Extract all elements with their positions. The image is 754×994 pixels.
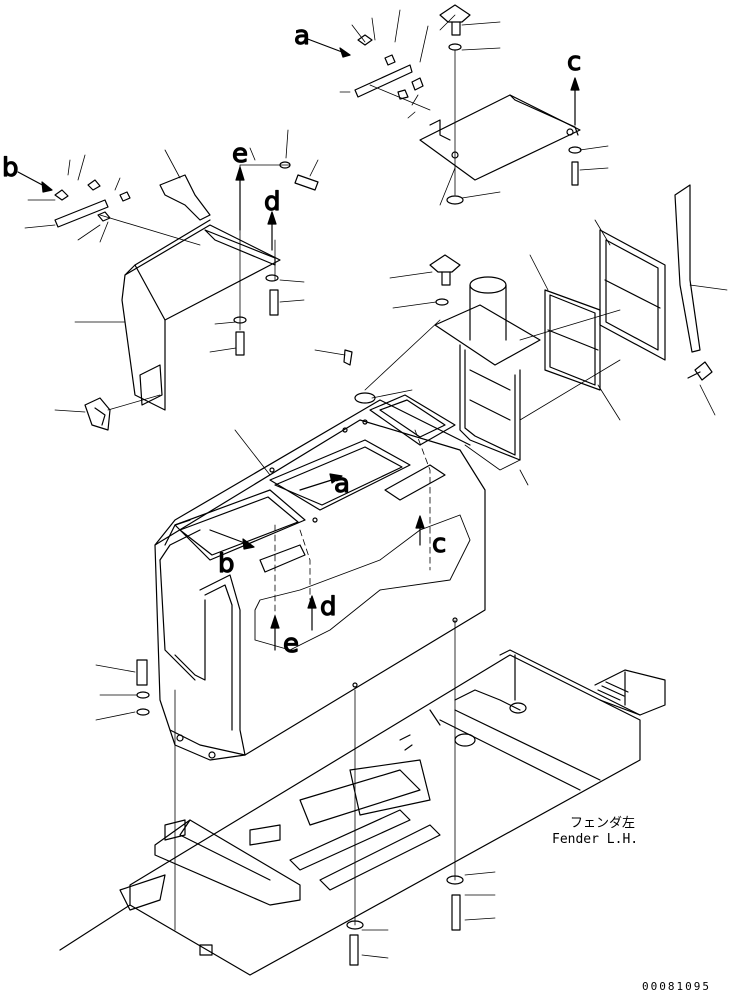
guide-lines (99, 49, 621, 931)
knobs (429, 4, 471, 286)
duct-assembly (434, 276, 541, 461)
arrow-a-top-head (339, 47, 351, 58)
drawing-code: 00081095 (642, 980, 711, 993)
arrow-e-top-head (235, 166, 245, 181)
label-e-top: e (232, 139, 248, 169)
label-d-body: d (320, 592, 337, 622)
label-a-body: a (334, 469, 350, 499)
arrow-b-body-head (242, 538, 255, 550)
upper-right-plate (419, 94, 581, 181)
upper-left-cover (84, 174, 281, 431)
fender-body (154, 394, 486, 761)
base-frame (59, 649, 666, 976)
label-e-body: e (283, 629, 299, 659)
caption-english: Fender L.H. (552, 832, 638, 847)
label-b-top: b (2, 153, 19, 183)
filter-panels (544, 184, 713, 391)
arrow-c-top-head (570, 77, 580, 91)
arrow-d-top-head (267, 211, 277, 225)
hardware (54, 34, 582, 966)
label-c-top: c (567, 47, 581, 77)
arrow-e-body-head (270, 615, 280, 629)
arrows (17, 37, 580, 651)
label-a-top: a (294, 21, 310, 51)
leader-lines (24, 9, 728, 959)
arrow-a-body-head (329, 473, 343, 484)
arrow-b-top-head (41, 181, 53, 193)
caption-japanese: フェンダ左 (570, 816, 635, 831)
label-d-top: d (264, 187, 281, 217)
label-b-body: b (218, 549, 235, 579)
arrow-d-body-head (307, 595, 317, 609)
arrow-c-body-head (415, 515, 425, 529)
label-c-body: c (432, 529, 446, 559)
